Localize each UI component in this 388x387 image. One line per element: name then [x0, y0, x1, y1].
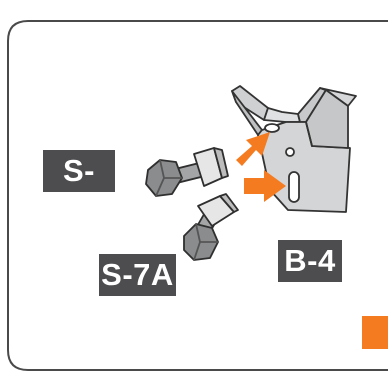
part-label-b4: B-4 [278, 240, 342, 282]
bolt-icon [145, 147, 229, 197]
bolt-icon [183, 193, 239, 261]
part-label-s7a-lower: S-7A [99, 254, 176, 296]
part-label-s7a-upper: S-7A [43, 150, 115, 230]
panel-frame [7, 20, 388, 371]
page-tab-icon [362, 316, 388, 349]
arrow-icon [236, 132, 270, 166]
arrow-icon [244, 170, 286, 202]
